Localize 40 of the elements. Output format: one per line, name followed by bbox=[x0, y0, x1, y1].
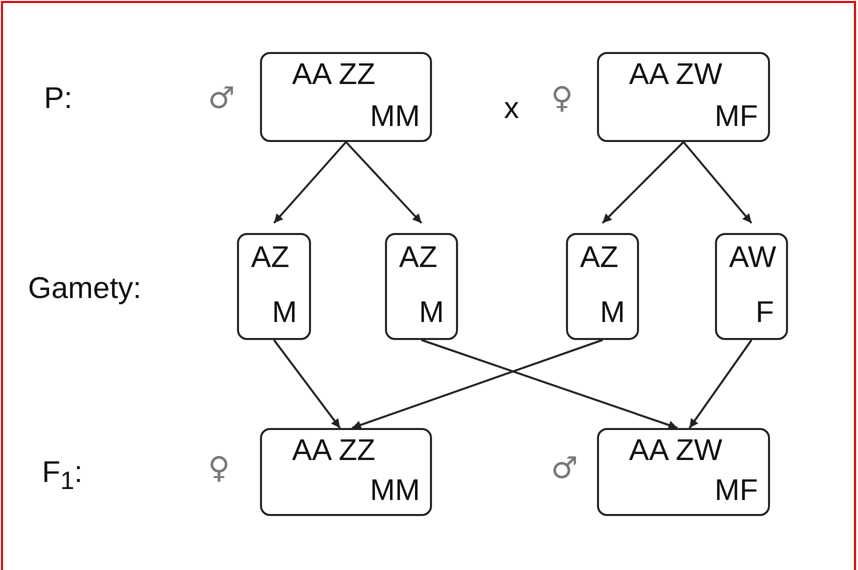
gamete-box bbox=[237, 233, 311, 340]
genotype-text: AZ bbox=[251, 243, 290, 273]
genotype-text: M bbox=[600, 298, 625, 328]
arrow bbox=[421, 339, 678, 430]
genotype-text: M bbox=[419, 298, 444, 328]
genotype-text: AA ZZ bbox=[292, 436, 376, 466]
genotype-text: MF bbox=[714, 102, 758, 132]
genotype-box bbox=[260, 428, 432, 516]
genotype-box bbox=[597, 428, 770, 516]
genotype-box bbox=[597, 52, 770, 142]
gamete-box bbox=[566, 233, 639, 340]
sex-symbol: ♀ bbox=[551, 82, 573, 116]
arrow bbox=[273, 339, 341, 429]
genotype-text: AA ZW bbox=[629, 436, 722, 466]
genotype-text: AZ bbox=[399, 243, 438, 273]
arrow bbox=[602, 141, 684, 224]
sex-symbol: ♀ bbox=[208, 452, 230, 486]
arrow bbox=[682, 141, 752, 224]
genotype-text: MM bbox=[370, 476, 420, 506]
sex-symbol: ♂ bbox=[208, 82, 235, 116]
gamete-box bbox=[385, 233, 458, 340]
genotype-box bbox=[260, 52, 432, 142]
genotype-text: AZ bbox=[580, 243, 618, 273]
arrow bbox=[352, 339, 603, 430]
arrow bbox=[688, 339, 752, 429]
genotype-text: F bbox=[756, 298, 774, 328]
genotype-text: MM bbox=[370, 102, 420, 132]
row-label: x bbox=[504, 92, 519, 126]
arrow bbox=[273, 141, 347, 224]
genotype-text: MF bbox=[714, 476, 758, 506]
gamete-box bbox=[715, 233, 788, 340]
row-label: Gamety: bbox=[28, 272, 142, 306]
genotype-text: AA ZW bbox=[629, 60, 722, 90]
arrow bbox=[345, 141, 422, 224]
genotype-text: AW bbox=[729, 243, 776, 273]
genotype-text: M bbox=[272, 298, 297, 328]
genotype-text: AA ZZ bbox=[292, 60, 376, 90]
sex-symbol: ♂ bbox=[551, 452, 578, 486]
row-label: P: bbox=[44, 82, 72, 116]
row-label: F$_{1}$: bbox=[42, 456, 83, 497]
